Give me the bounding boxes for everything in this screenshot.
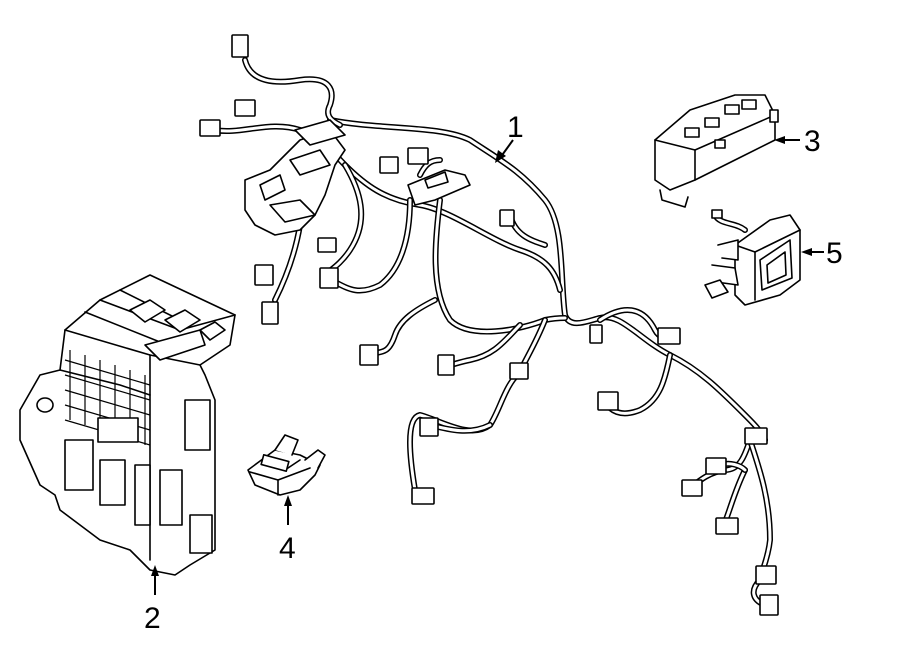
wiring-harness-icon — [199, 34, 779, 616]
callout-1: 1 — [495, 111, 524, 163]
callout-5-label: 5 — [826, 237, 843, 270]
module-with-bracket-icon — [704, 209, 801, 306]
callout-2: 2 — [144, 565, 161, 635]
callout-1-label: 1 — [507, 111, 524, 144]
callout-2-label: 2 — [144, 602, 161, 635]
callout-4-label: 4 — [279, 532, 296, 565]
callout-3: 3 — [774, 125, 821, 158]
callout-4: 4 — [279, 495, 296, 565]
callout-5: 5 — [801, 237, 843, 270]
junction-block-icon — [19, 274, 236, 576]
callout-3-label: 3 — [804, 125, 821, 158]
control-module-icon — [654, 94, 779, 208]
blade-fuse-icon — [247, 434, 326, 496]
